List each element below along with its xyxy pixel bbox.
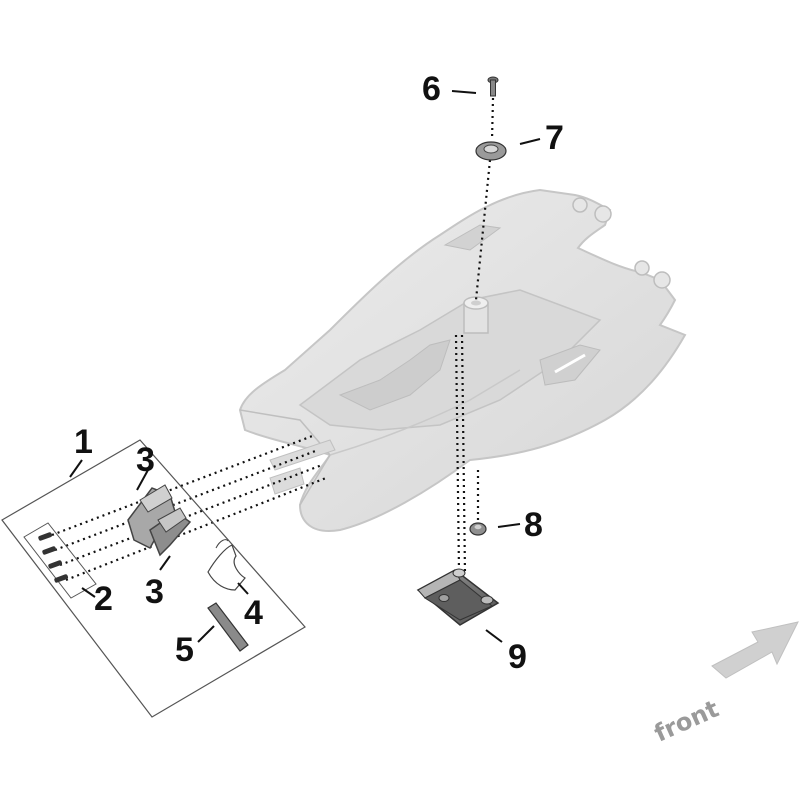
fender-vent-slot	[554, 353, 586, 374]
leader-5	[197, 625, 215, 643]
callout-7: 7	[545, 119, 564, 157]
callout-1: 1	[74, 423, 93, 461]
callout-3-top: 3	[136, 441, 155, 479]
decal-sticker	[207, 544, 246, 591]
dotted-line-bolt-4	[65, 476, 327, 582]
dotted-line-bolt-1	[51, 433, 316, 537]
callout-3-bottom: 3	[145, 573, 164, 611]
leader-3-bottom	[159, 555, 171, 571]
fender-mount-tabs	[572, 197, 671, 289]
fender-edge	[239, 409, 331, 506]
leader-6	[451, 90, 477, 94]
kit-outline	[1, 439, 306, 718]
mount-plate	[416, 568, 500, 626]
assembly-dotted-lines	[51, 97, 495, 582]
leader-9	[485, 629, 503, 643]
kit-box	[1, 439, 306, 718]
dotted-line-mount-2	[460, 334, 467, 576]
dotted-line-bolt-2	[54, 448, 319, 552]
washer	[475, 141, 507, 161]
adhesive-strip	[207, 602, 249, 652]
dotted-line-screw	[490, 97, 495, 141]
leader-8	[497, 523, 521, 528]
leader-7	[519, 138, 541, 145]
callout-4: 4	[244, 594, 263, 632]
fender-slot	[443, 224, 502, 251]
leader-3-top	[136, 469, 149, 491]
fender-bushing	[463, 296, 489, 334]
bolts	[38, 532, 69, 583]
decal-sticker-tab	[215, 539, 229, 549]
leader-2	[81, 587, 96, 598]
nut	[469, 522, 487, 536]
callout-2: 2	[94, 580, 113, 618]
callout-5: 5	[175, 631, 194, 669]
screw	[487, 76, 499, 97]
front-arrow	[711, 621, 799, 679]
callout-8: 8	[524, 506, 543, 544]
callout-9: 9	[508, 638, 527, 676]
fender-pocket	[338, 339, 451, 411]
bolt-group-outline	[23, 522, 97, 599]
leader-4	[237, 582, 249, 595]
leader-1	[69, 459, 83, 478]
callout-6: 6	[422, 70, 441, 108]
clips	[127, 484, 192, 557]
fender-ridge	[329, 369, 521, 456]
callout-leaders	[69, 90, 541, 643]
